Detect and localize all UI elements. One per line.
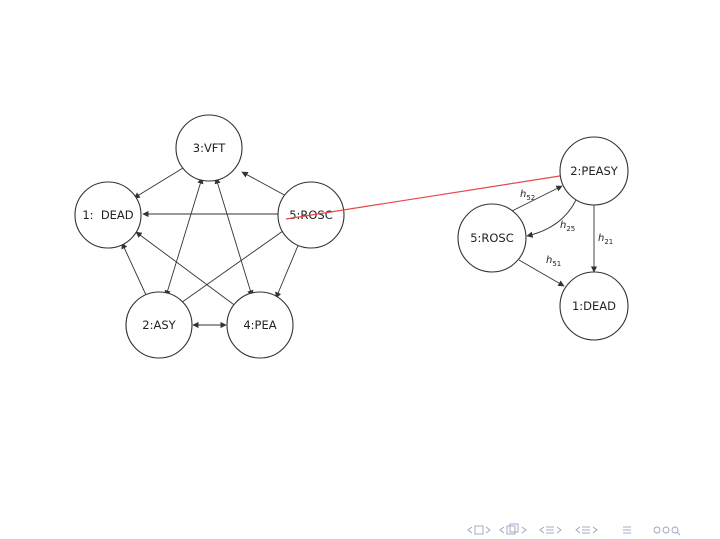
- node-peasy: 2:PEASY: [559, 136, 629, 206]
- edge-dead-pea: [135, 231, 238, 308]
- edge-vft-rosc: [241, 171, 289, 198]
- edge-label-h25: h25: [560, 220, 575, 233]
- nav-first-icon[interactable]: [467, 525, 491, 535]
- edge-rosc-peasy: [507, 185, 563, 214]
- edge-peasy-rosc: [526, 199, 577, 238]
- node-vft-label: 3:VFT: [193, 141, 226, 155]
- edge-rosc-dead-right: [518, 259, 565, 287]
- right-graph-edges: [507, 185, 598, 287]
- nav-prev-frame-icon[interactable]: [499, 523, 527, 535]
- edge-vft-pea: [214, 177, 254, 297]
- nav-search-icon[interactable]: [653, 526, 681, 536]
- navigation-bar: [467, 523, 681, 536]
- nav-prev-section-icon[interactable]: [575, 526, 598, 534]
- edge-label-h51: h51: [546, 255, 561, 268]
- edge-vft-dead: [133, 167, 184, 199]
- edge-rosc-pea: [275, 235, 303, 299]
- connector-line: [285, 174, 567, 220]
- node-asy: 2:ASY: [125, 291, 193, 359]
- node-dead-label: 1: DEAD: [82, 208, 133, 222]
- node-dead: 1: DEAD: [74, 181, 142, 249]
- left-graph-edges: [121, 167, 303, 329]
- nav-back-forward-icon[interactable]: [623, 526, 631, 534]
- node-dead-right: 1:DEAD: [559, 271, 629, 341]
- node-rosc-right-label: 5:ROSC: [470, 231, 514, 245]
- edge-label-h52: h52: [520, 189, 535, 202]
- node-vft: 3:VFT: [175, 114, 243, 182]
- node-pea-label: 4:PEA: [243, 318, 276, 332]
- node-peasy-label: 2:PEASY: [570, 164, 619, 178]
- edge-rosc-asy: [177, 225, 291, 306]
- node-dead-right-label: 1:DEAD: [572, 299, 616, 313]
- edge-dead-asy: [121, 242, 147, 296]
- edge-vft-asy: [164, 177, 204, 297]
- nav-prev-subsection-icon[interactable]: [539, 526, 562, 534]
- node-pea: 4:PEA: [226, 291, 294, 359]
- edge-label-h21: h21: [598, 233, 613, 246]
- node-rosc-right: 5:ROSC: [457, 203, 527, 273]
- node-asy-label: 2:ASY: [142, 318, 176, 332]
